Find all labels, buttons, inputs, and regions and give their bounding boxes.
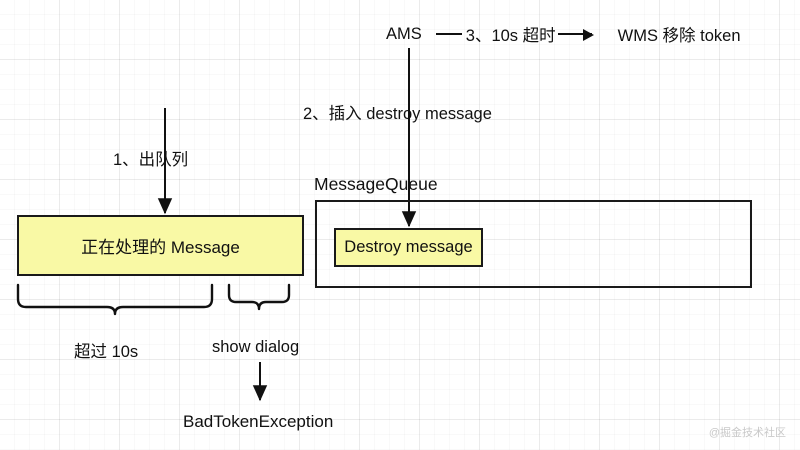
- top-flow-edge-label: 3、10s 超时: [465, 27, 556, 45]
- over-10s-label: 超过 10s: [74, 343, 139, 361]
- dequeue-label: 1、出队列: [113, 151, 189, 169]
- insert-destroy-message-label: 2、插入 destroy message: [303, 105, 492, 123]
- watermark: @掘金技术社区: [708, 427, 786, 439]
- wms-node-label: WMS 移除 token: [617, 27, 741, 45]
- destroy-message-node: Destroy message: [334, 228, 483, 267]
- show-dialog-brace: [227, 283, 291, 311]
- processing-message-text: 正在处理的 Message: [81, 238, 240, 257]
- bad-token-exception-label: BadTokenException: [183, 412, 334, 431]
- top-flow-row: AMS 3、10s 超时 WMS 移除 token: [386, 22, 741, 46]
- top-flow-arrow-right-icon: [557, 29, 594, 41]
- message-queue-box: [315, 200, 752, 288]
- show-dialog-label: show dialog: [212, 338, 300, 356]
- message-queue-label: MessageQueue: [314, 174, 438, 194]
- over-10s-brace: [16, 283, 214, 316]
- ams-node-label: AMS: [386, 24, 422, 43]
- destroy-message-text: Destroy message: [344, 238, 473, 256]
- top-flow-line-left: [435, 33, 462, 35]
- processing-message-node: 正在处理的 Message: [17, 215, 304, 276]
